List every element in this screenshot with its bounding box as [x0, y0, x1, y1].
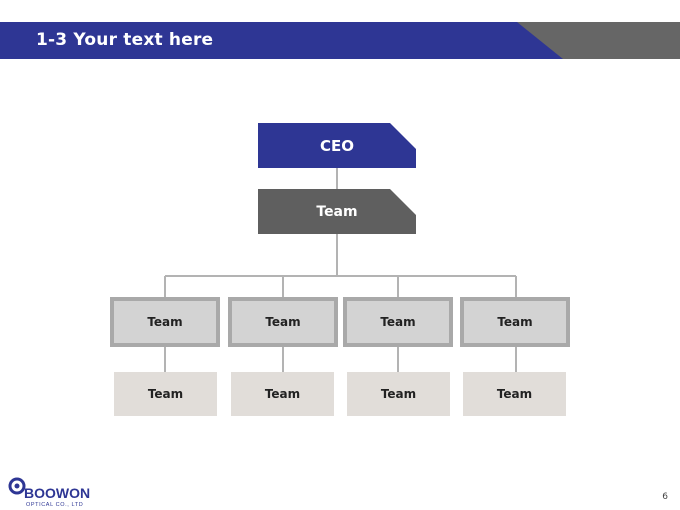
page-number: 6	[662, 492, 668, 502]
node-mid-team-label: Team	[265, 315, 301, 329]
node-bottom-team-label: Team	[380, 387, 417, 401]
node-bottom-team-label: Team	[147, 387, 184, 401]
node-bottom-team-4: Team	[463, 372, 566, 416]
node-mid-team-3: Team	[343, 297, 453, 347]
page-title: 1-3 Your text here	[36, 30, 214, 50]
node-team-main-label: Team	[316, 203, 358, 220]
node-mid-team-1: Team	[110, 297, 220, 347]
node-mid-team-label: Team	[497, 315, 533, 329]
header-main-band	[0, 22, 563, 59]
node-bottom-team-label: Team	[496, 387, 533, 401]
node-mid-team-label: Team	[147, 315, 183, 329]
folded-corner-icon	[390, 123, 416, 149]
company-logo: BOOWON OPTICAL CO., LTD	[8, 477, 90, 508]
logo-subtext: OPTICAL CO., LTD	[26, 502, 83, 508]
node-bottom-team-1: Team	[114, 372, 217, 416]
node-mid-team-label: Team	[380, 315, 416, 329]
node-ceo-label: CEO	[319, 136, 354, 155]
node-bottom-team-label: Team	[264, 387, 301, 401]
node-ceo: CEO	[258, 123, 416, 168]
logo-ring-icon	[8, 477, 26, 495]
node-bottom-team-3: Team	[347, 372, 450, 416]
header-bar	[0, 22, 680, 59]
folded-corner-icon	[390, 189, 416, 215]
node-mid-team-4: Team	[460, 297, 570, 347]
logo-dot-icon	[14, 483, 20, 489]
logo-text: BOOWON	[24, 485, 90, 501]
node-bottom-team-2: Team	[231, 372, 334, 416]
node-team-main: Team	[258, 189, 416, 234]
node-mid-team-2: Team	[228, 297, 338, 347]
